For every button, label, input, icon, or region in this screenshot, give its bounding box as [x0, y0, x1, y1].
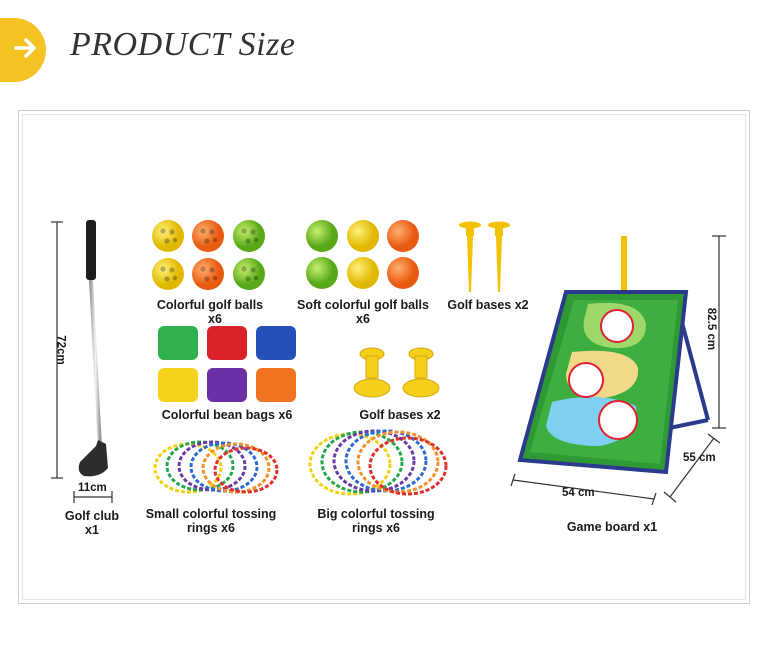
golf-club-icon	[78, 220, 108, 477]
colorful-golf-balls-label-line1: Colorful golf balls	[156, 298, 264, 312]
colorful-golf-balls-label: Colorful golf balls x6	[146, 298, 274, 326]
small-rings-label-line2: rings x6	[187, 521, 235, 535]
colorful-golf-balls-icon	[152, 220, 265, 290]
arrow-right-icon	[14, 38, 36, 58]
game-board-label: Game board x1	[566, 520, 658, 534]
big-rings-label: Big colorful tossing rings x6	[310, 507, 442, 535]
rubber-tee-base-icon	[353, 347, 440, 398]
colorful-golf-balls-label-line2: x6	[208, 312, 222, 326]
wiffle-ball	[192, 258, 224, 290]
big-tossing-rings-icon	[308, 429, 448, 496]
board-width-label: 54 cm	[562, 487, 595, 499]
wiffle-ball	[152, 258, 184, 290]
soft-golf-balls-label-line2: x6	[356, 312, 370, 326]
product-frame-inner	[22, 114, 746, 600]
big-rings-label-line2: rings x6	[352, 521, 400, 535]
small-rings-label: Small colorful tossing rings x6	[140, 507, 282, 535]
board-height-label: 82.5 cm	[705, 307, 718, 351]
bean-bags-icon	[158, 326, 296, 402]
small-rings-label-line1: Small colorful tossing	[145, 507, 277, 521]
big-rings-label-line1: Big colorful tossing	[317, 507, 435, 521]
club-width-label: 11cm	[78, 482, 107, 494]
board-dimensions	[510, 235, 726, 506]
golf-club-label-line2: x1	[85, 523, 99, 537]
golf-club-label: Golf club x1	[58, 509, 126, 537]
small-tossing-rings-icon	[153, 440, 279, 494]
golf-club-label-line1: Golf club	[64, 509, 120, 523]
wiffle-ball	[192, 220, 224, 252]
board-depth-label: 55 cm	[683, 452, 716, 464]
game-board-icon	[517, 236, 710, 475]
page-title: PRODUCT Size	[70, 26, 296, 63]
section-header: PRODUCT Size	[0, 0, 770, 100]
club-length-label: 72cm	[54, 335, 67, 365]
golf-bases-mid-label: Golf bases x2	[359, 408, 441, 422]
club-height-dimension	[51, 221, 113, 503]
wiffle-ball	[233, 220, 265, 252]
wiffle-ball	[152, 220, 184, 252]
golf-bases-top-label: Golf bases x2	[447, 298, 529, 312]
golf-tee-icon	[459, 221, 510, 292]
wiffle-ball	[233, 258, 265, 290]
bean-bags-label: Colorful bean bags x6	[161, 408, 293, 422]
soft-golf-balls-label: Soft colorful golf balls x6	[290, 298, 436, 326]
soft-golf-balls-label-line1: Soft colorful golf balls	[297, 298, 429, 312]
soft-golf-balls-icon	[306, 220, 419, 289]
